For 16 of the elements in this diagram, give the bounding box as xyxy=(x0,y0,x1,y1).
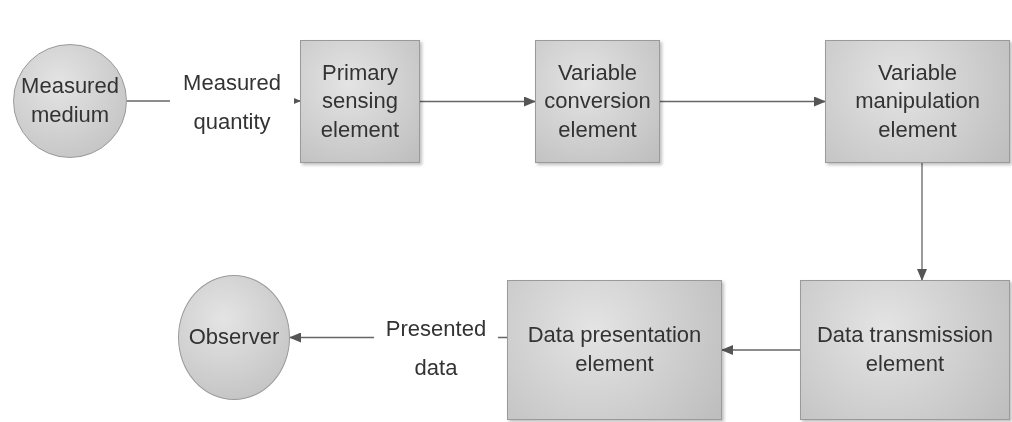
process-box xyxy=(535,40,660,163)
node-label: Data presentation element xyxy=(526,321,703,378)
process-box xyxy=(800,280,1010,420)
node-label: Variable manipulation element xyxy=(854,58,981,144)
node-label: Variable conversion element xyxy=(543,58,652,144)
node-label: Observer xyxy=(187,323,281,352)
node-label: Primary sensing element xyxy=(319,58,401,144)
process-box xyxy=(825,40,1010,163)
node-label: Measured medium xyxy=(20,72,120,129)
arrow xyxy=(419,96,536,107)
arrow xyxy=(917,162,927,281)
process-box xyxy=(507,280,722,420)
arrow xyxy=(721,345,801,355)
process-box xyxy=(300,40,420,163)
node-label: Data transmission element xyxy=(815,321,995,378)
arrow xyxy=(659,96,826,107)
